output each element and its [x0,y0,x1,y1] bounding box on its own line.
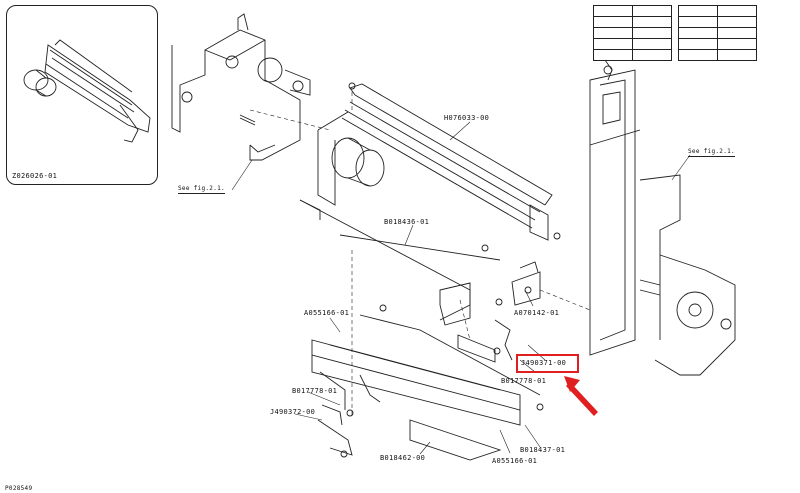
label-b017778-left: B017778-01 [292,387,338,395]
main-roller-assembly [299,83,553,326]
left-side-frame [171,13,311,161]
label-a055166-top: A055166-01 [304,309,350,317]
page-code: P028549 [5,485,33,492]
label-inset-part: Z026026-01 [12,172,58,180]
label-b018436: B018436-01 [384,218,430,226]
highlight-arrow [564,376,598,416]
label-see-fig-right: See fig.2.1. [688,148,735,157]
legend-table-left [593,5,672,61]
label-see-fig-left: See fig.2.1. [178,185,225,194]
bracket-a070142 [511,261,541,306]
leader-lines [231,121,691,455]
label-b018462: B018462-00 [380,454,426,462]
legend-table-right [678,5,757,61]
inset-assembly-drawing [23,39,151,143]
highlight-box [516,354,579,373]
inset-frame [6,5,158,185]
label-a055166-bottom: A055166-01 [492,457,538,465]
right-side-frame [589,59,736,376]
label-a070142: A070142-01 [514,309,560,317]
spring-j490371 [457,319,513,363]
spring-j490372 [317,404,353,456]
base-plate-assembly [311,314,541,461]
label-j490372: J490372-00 [270,408,316,416]
label-b018437: B018437-01 [520,446,566,454]
screws [340,82,561,458]
label-b017778-right: B017778-01 [501,377,547,385]
label-j490371: J490371-00 [521,359,567,367]
dashed-guides [249,92,591,415]
label-h076033: H076033-00 [444,114,490,122]
